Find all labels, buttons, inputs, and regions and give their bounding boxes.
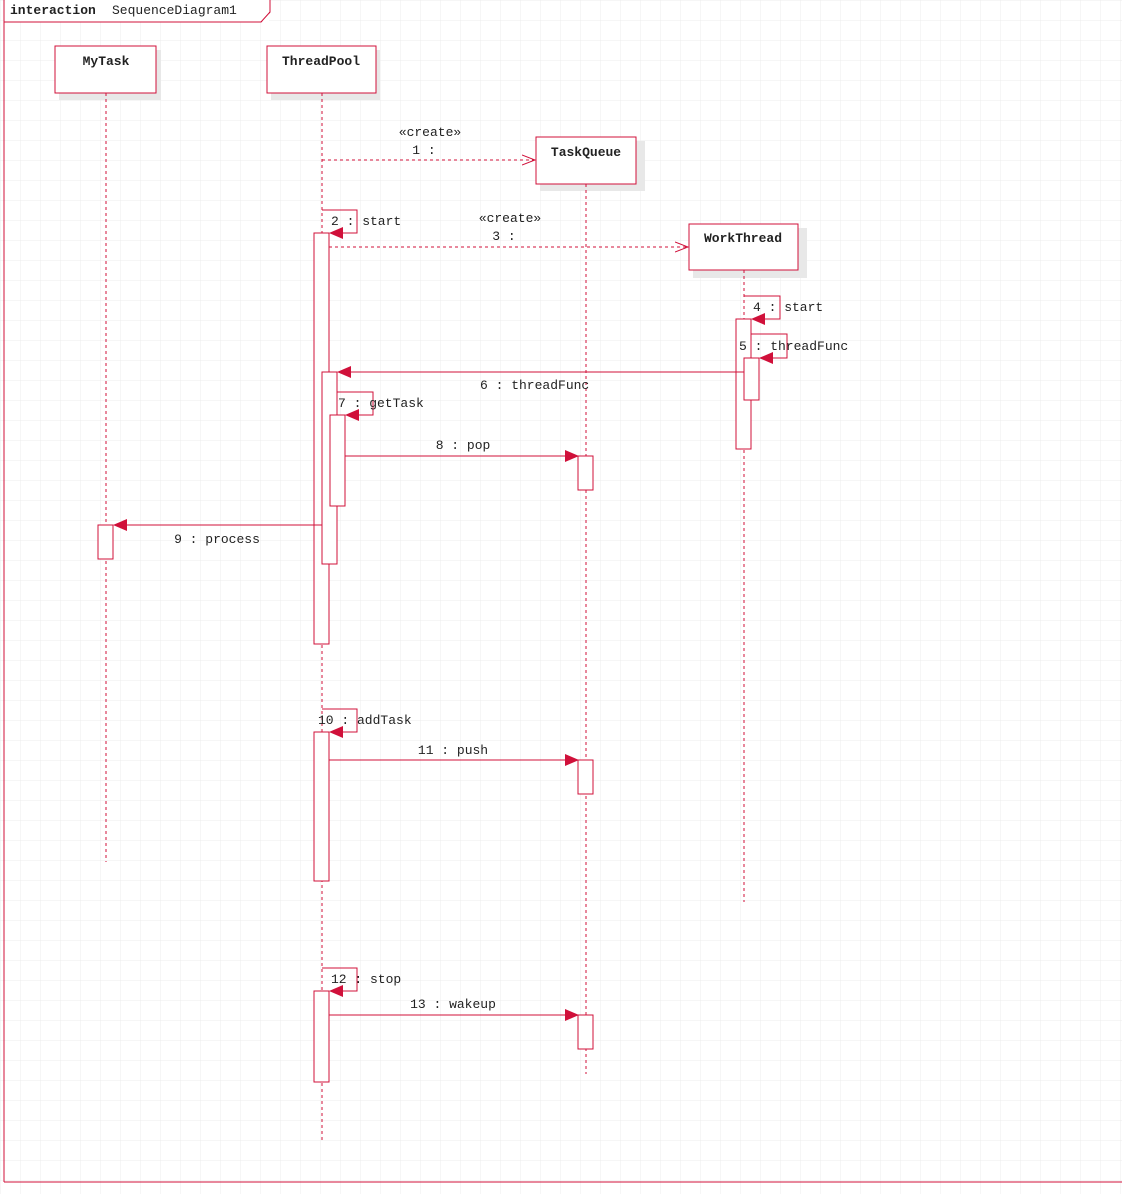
- message-5-threadfunc[interactable]: 5 : threadFunc: [739, 333, 848, 364]
- message-7-gettask[interactable]: 7 : getTask: [337, 391, 424, 421]
- lifeline-name-taskqueue: TaskQueue: [551, 145, 621, 160]
- activation-taskqueue-pop[interactable]: [577, 455, 594, 491]
- message-11-push[interactable]: 11 : push: [329, 743, 579, 766]
- message-8-label: 8 : pop: [436, 438, 491, 453]
- message-4-label: 4 : start: [753, 300, 823, 315]
- activation-mytask-process[interactable]: [97, 524, 114, 560]
- message-12-label: 12 : stop: [331, 972, 401, 987]
- activation-threadpool-addtask[interactable]: [313, 731, 330, 882]
- message-13-label: 13 : wakeup: [410, 997, 496, 1012]
- message-9-label: 9 : process: [174, 532, 260, 547]
- activation-threadpool-gettask[interactable]: [329, 414, 346, 507]
- message-6-label: 6 : threadFunc: [480, 378, 589, 393]
- message-3-create[interactable]: «create» 3 :: [329, 211, 688, 247]
- activation-taskqueue-wakeup[interactable]: [577, 1014, 594, 1050]
- message-1-stereotype: «create»: [399, 125, 461, 140]
- message-2-start[interactable]: 2 : start: [322, 209, 401, 239]
- interaction-frame: interaction SequenceDiagram1: [3, 0, 1122, 1183]
- message-10-addtask[interactable]: 10 : addTask: [318, 708, 412, 738]
- activation-workthread-threadfunc[interactable]: [743, 357, 760, 401]
- lifeline-name-mytask: MyTask: [83, 54, 130, 69]
- message-10-label: 10 : addTask: [318, 713, 412, 728]
- message-4-start[interactable]: 4 : start: [744, 295, 823, 325]
- lifeline-head-workthread[interactable]: WorkThread: [688, 223, 807, 278]
- message-12-stop[interactable]: 12 : stop: [322, 967, 401, 997]
- lifeline-head-taskqueue[interactable]: TaskQueue: [535, 136, 645, 191]
- lifeline-name-workthread: WorkThread: [704, 231, 782, 246]
- message-1-create[interactable]: «create» 1 :: [322, 125, 535, 160]
- message-3-stereotype: «create»: [479, 211, 541, 226]
- message-1-label: 1 :: [412, 143, 435, 158]
- activation-taskqueue-push[interactable]: [577, 759, 594, 795]
- frame-keyword: interaction: [10, 3, 96, 18]
- message-3-label: 3 :: [492, 229, 515, 244]
- message-2-label: 2 : start: [331, 214, 401, 229]
- message-13-wakeup[interactable]: 13 : wakeup: [329, 997, 579, 1021]
- frame-name: SequenceDiagram1: [112, 3, 237, 18]
- message-9-process[interactable]: 9 : process: [113, 519, 322, 547]
- activation-threadpool-stop[interactable]: [313, 990, 330, 1083]
- lifeline-name-threadpool: ThreadPool: [282, 54, 360, 69]
- lifeline-head-mytask[interactable]: MyTask: [54, 45, 161, 100]
- message-7-label: 7 : getTask: [338, 396, 424, 411]
- message-5-label: 5 : threadFunc: [739, 339, 848, 354]
- message-8-pop[interactable]: 8 : pop: [345, 438, 579, 462]
- message-11-label: 11 : push: [418, 743, 488, 758]
- lifeline-head-threadpool[interactable]: ThreadPool: [266, 45, 380, 100]
- message-6-threadfunc[interactable]: 6 : threadFunc: [337, 366, 744, 393]
